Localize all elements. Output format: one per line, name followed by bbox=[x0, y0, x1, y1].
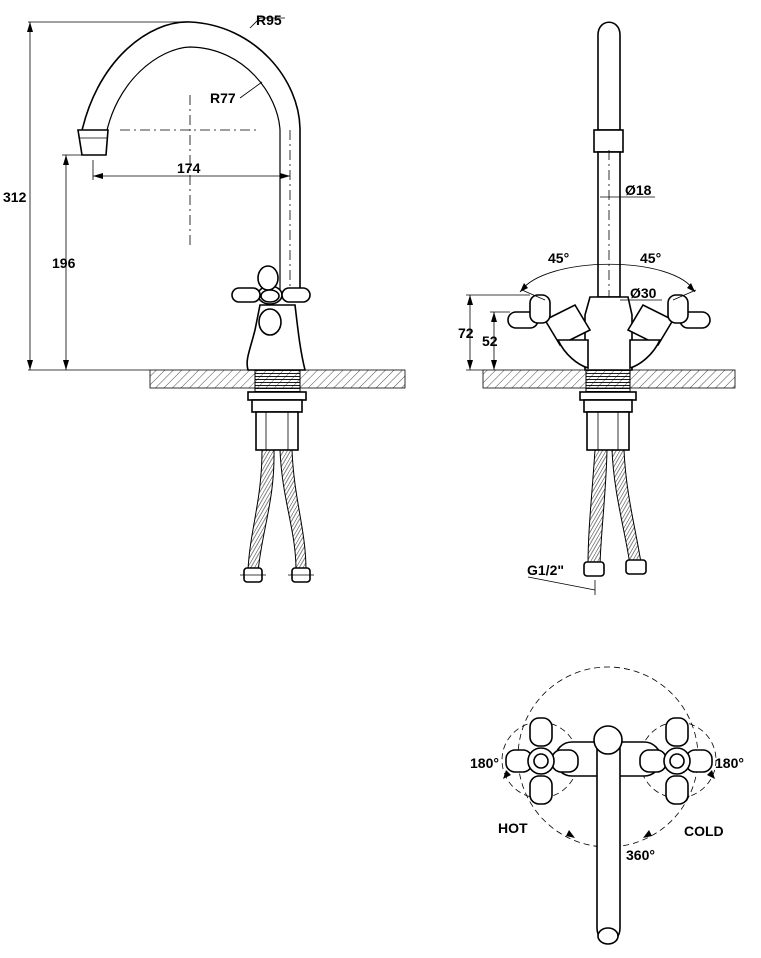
dim-spout-diameter: Ø18 bbox=[625, 182, 652, 198]
side-hose-left bbox=[247, 449, 275, 573]
top-view: 180° 180° 360° HOT COLD bbox=[470, 666, 744, 945]
front-shank bbox=[585, 369, 631, 393]
cold-handle bbox=[639, 717, 713, 805]
dim-angle-left: 45° bbox=[548, 250, 569, 266]
top-spout bbox=[596, 739, 621, 943]
dim-rotation-hot: 180° bbox=[470, 755, 499, 771]
dim-handle-height: 72 bbox=[458, 325, 474, 341]
side-shank bbox=[254, 369, 301, 393]
side-nut bbox=[255, 411, 299, 451]
aerator bbox=[77, 129, 109, 156]
dim-reach: 174 bbox=[177, 160, 201, 176]
dim-body-diameter: Ø30 bbox=[630, 285, 657, 301]
front-view: Ø18 Ø30 45° 45° 72 52 G1/2" bbox=[458, 21, 736, 595]
front-body bbox=[584, 296, 633, 371]
side-hose-right bbox=[279, 449, 307, 571]
dim-total-height: 312 bbox=[3, 189, 27, 205]
cold-rotation-circle bbox=[639, 721, 717, 799]
hot-handle bbox=[505, 717, 579, 805]
dim-inner-radius: R77 bbox=[210, 90, 236, 106]
side-handle bbox=[231, 265, 311, 336]
front-nut bbox=[586, 411, 630, 451]
front-handle-right bbox=[626, 294, 711, 370]
dim-angle-right: 45° bbox=[640, 250, 661, 266]
dim-spout-rotation: 360° bbox=[626, 847, 655, 863]
front-handle-left bbox=[507, 294, 592, 370]
front-hose-right bbox=[611, 449, 642, 566]
dim-outlet-height: 196 bbox=[52, 255, 76, 271]
front-spout bbox=[597, 21, 621, 131]
dim-thread: G1/2" bbox=[527, 562, 564, 578]
dim-body-height: 52 bbox=[482, 333, 498, 349]
side-view: R95 R77 312 196 174 bbox=[3, 12, 406, 583]
label-cold: COLD bbox=[684, 823, 724, 839]
label-hot: HOT bbox=[498, 820, 528, 836]
dim-outer-radius: R95 bbox=[256, 12, 282, 28]
front-hose-left bbox=[587, 449, 608, 566]
spout-inner bbox=[104, 46, 281, 300]
dim-rotation-cold: 180° bbox=[715, 755, 744, 771]
